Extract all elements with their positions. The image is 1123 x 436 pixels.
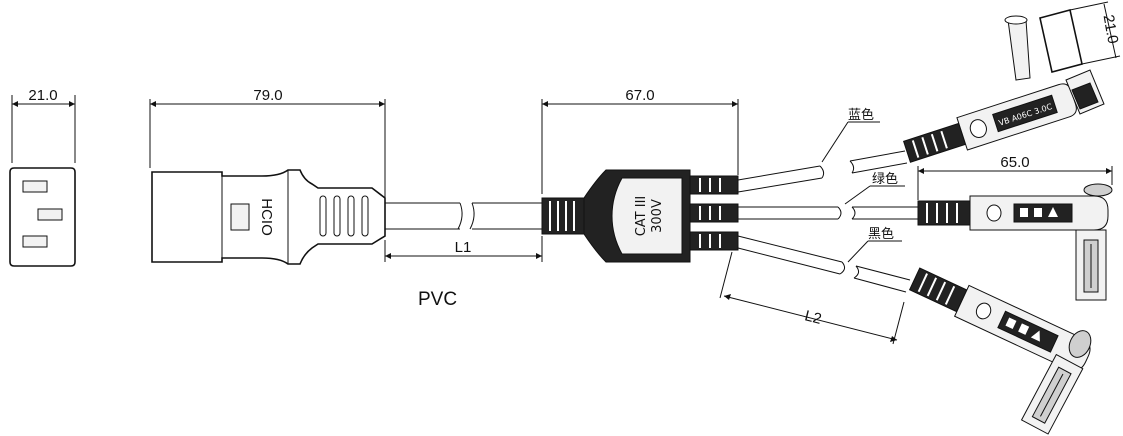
main-cable: L1: [384, 202, 543, 262]
wire-green-label: 绿色: [872, 171, 898, 187]
splitter-marking-1: CAT III: [634, 196, 649, 237]
cable-length-dimension: L1: [455, 239, 472, 256]
splitter-marking-2: 300V: [650, 199, 665, 233]
material-label: PVC: [418, 289, 457, 310]
wire-blue-label: 蓝色: [848, 107, 874, 123]
branch-length-dimension: L2: [803, 307, 823, 328]
branch-black: 黑色 L2: [719, 226, 1092, 435]
branch-green: 绿色 65.0: [738, 154, 1113, 301]
socket-front-view: 21.0: [9, 87, 76, 267]
splitter-block: 67.0 CAT III 300V: [541, 87, 739, 263]
wire-black-label: 黑色: [868, 226, 894, 242]
iec-connector: 79.0 HCIO: [149, 87, 386, 265]
connector-length-dimension: 79.0: [253, 87, 282, 104]
socket-width-dimension: 21.0: [28, 87, 57, 104]
connector-marking: HCIO: [258, 198, 275, 236]
plug-width-dimension: 21.0: [1100, 13, 1122, 45]
splitter-length-dimension: 67.0: [625, 87, 654, 104]
branch-blue: 蓝色 VB A06C 3.0C 21.0: [737, 1, 1122, 193]
probe-length-dimension: 65.0: [1000, 154, 1029, 171]
